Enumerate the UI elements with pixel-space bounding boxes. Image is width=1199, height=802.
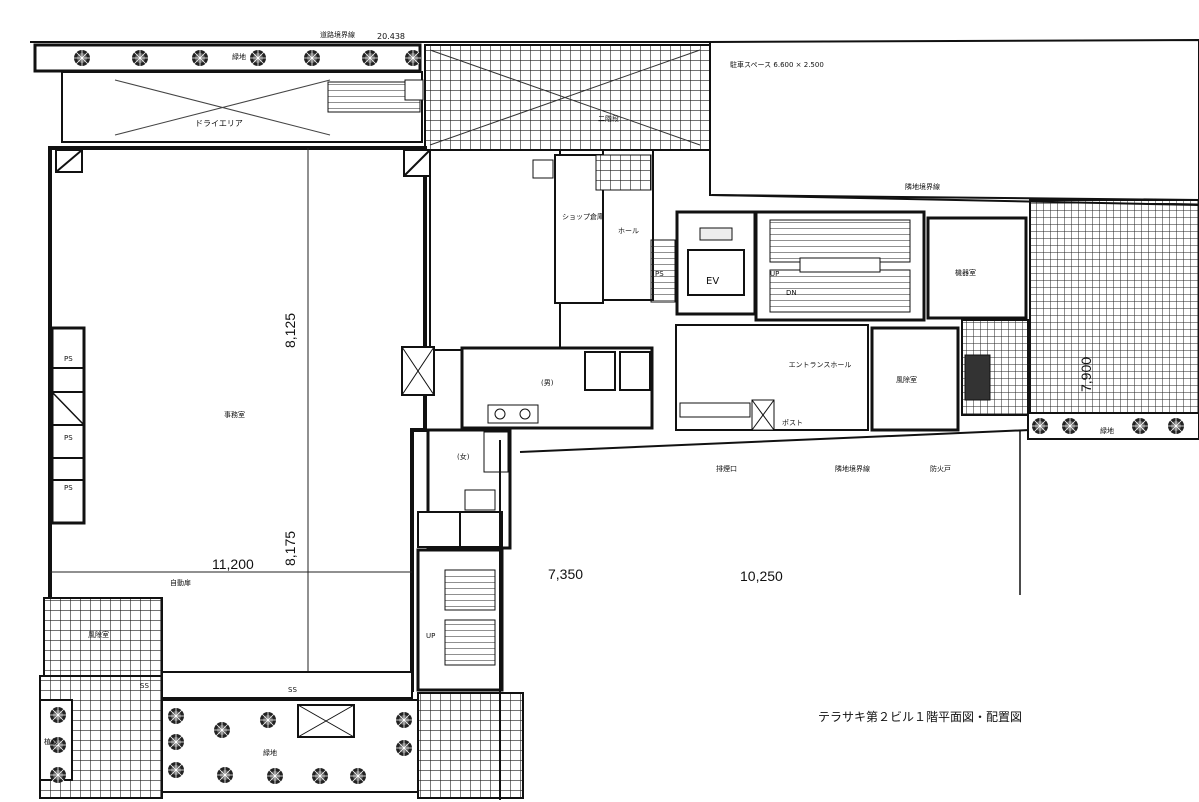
- stairs-dn-label: DN: [786, 289, 797, 297]
- ps-small-label: PS: [655, 270, 664, 278]
- hall-label: ホール: [618, 227, 639, 235]
- womens-wc-label: (女): [457, 453, 470, 461]
- neighbor-boundary-lower-label: 隣地境界線: [835, 465, 870, 473]
- fire-door-label: 防火戸: [930, 465, 951, 473]
- lower-left-area: [39, 597, 163, 799]
- stairs-up-label: UP: [770, 270, 780, 278]
- auto-door-label: 自動扉: [170, 579, 191, 587]
- road-boundary-label: 道路境界線: [320, 31, 355, 39]
- ps-label-1: PS: [64, 355, 73, 363]
- parking-grid: [424, 44, 711, 151]
- dry-area: [61, 71, 424, 143]
- ps-label-3: PS: [64, 484, 73, 492]
- lower-grid-area: [417, 692, 524, 799]
- ss-label-1: SS: [140, 682, 149, 690]
- lower-stairs-up-label: UP: [426, 632, 436, 640]
- womens-wc: [417, 428, 512, 550]
- office-label: 事務室: [224, 411, 245, 419]
- right-green-strip: [1027, 412, 1199, 440]
- green-bottom-label: 緑地: [263, 749, 277, 757]
- drawing-title: テラサキ第２ビル１階平面図・配置図: [818, 710, 1023, 724]
- road-width-label: 20.438: [377, 32, 405, 41]
- top-green-strip: [33, 43, 422, 73]
- middle-corridor: [429, 149, 654, 351]
- lower-stairs: [416, 548, 504, 692]
- dry-area-label: ドライエリア: [195, 119, 243, 128]
- parking-space-label: 駐車スペース 6.600 × 2.500: [730, 61, 824, 69]
- machine-room-label: 機器室: [955, 269, 976, 277]
- ps-column-left: [50, 326, 86, 525]
- elevator-label: EV: [706, 276, 720, 287]
- garden-left-label: 植栽: [44, 738, 58, 746]
- mens-wc: [460, 346, 654, 430]
- mens-wc-label: (男): [541, 379, 554, 387]
- site-boundary-right-label: 隣地境界線: [905, 183, 940, 191]
- dim-7350: 7,350: [548, 566, 584, 582]
- dim-10250: 10,250: [740, 568, 783, 584]
- bottom-garden: [161, 699, 419, 793]
- second-entrance-label: 二階段: [598, 115, 619, 123]
- ss-label-2: SS: [288, 686, 297, 694]
- entrance-hall-room: [675, 324, 960, 432]
- main-stairs: [754, 210, 926, 322]
- machine-room: [926, 216, 1028, 320]
- parking-space-right: [709, 38, 1199, 202]
- dim-7900: 7,900: [1078, 356, 1094, 392]
- dim-8125: 8,125: [282, 312, 298, 348]
- green-right-label: 緑地: [1100, 427, 1114, 435]
- dim-11200: 11,200: [212, 556, 254, 572]
- dim-8175: 8,175: [282, 530, 298, 566]
- green-top-label: 緑地: [232, 53, 246, 61]
- elevator: [650, 210, 757, 316]
- mailbox-label: ポスト: [782, 419, 803, 427]
- wind-room-label: 風除室: [896, 376, 917, 384]
- smoke-vent-label: 排煙口: [716, 465, 737, 473]
- entrance-hall-label: エントランスホール: [788, 361, 852, 369]
- ps-label-2: PS: [64, 434, 73, 442]
- wind-room-lower-label: 風除室: [88, 631, 109, 639]
- right-grid-area: [961, 199, 1199, 416]
- shop-storage-label: ショップ倉庫: [562, 213, 604, 221]
